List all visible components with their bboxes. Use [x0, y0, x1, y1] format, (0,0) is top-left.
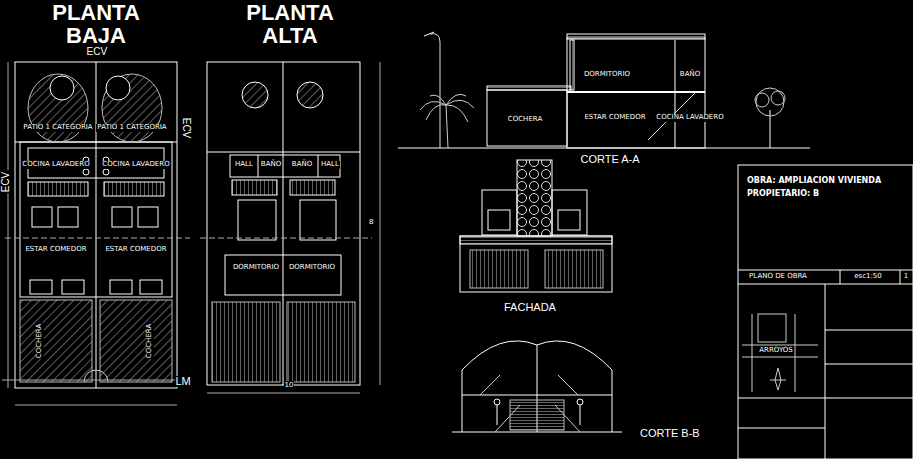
room-name: 1 — [903, 273, 909, 281]
room-name: DORMITORIO — [232, 264, 280, 272]
room-name: ESTAR COMEDOR — [583, 114, 646, 122]
room-label-area: COCINA LAVADERO — [100, 156, 173, 174]
room-name: OBRA: AMPLIACION VIVIENDA — [746, 177, 882, 186]
room-name: DORMITORIO — [288, 264, 336, 272]
room-name: ESTAR COMEDOR — [24, 246, 87, 254]
room-label-area: ESTAR COMEDOR — [582, 109, 649, 127]
drawing-label: 10 — [284, 381, 295, 389]
room-name: COCINA LAVADERO — [21, 161, 90, 169]
room-label-area: COCHERA — [143, 306, 157, 376]
room-label-area: PLANO DE OBRA — [743, 271, 813, 283]
room-name: PATIO 1 CATEGORIA — [96, 124, 167, 132]
drawing-label: CORTE A-A — [580, 154, 641, 165]
drawing-label: LM — [175, 376, 192, 387]
room-name: PATIO 1 CATEGORIA — [22, 124, 93, 132]
room-label-area: COCINA LAVADERO — [20, 156, 93, 174]
room-name: BAÑO — [291, 161, 313, 169]
room-label-area: PATIO 1 CATEGORIA — [95, 118, 170, 138]
room-label-area: esc1:50 — [848, 271, 888, 283]
room-name: PLANO DE OBRA — [748, 273, 808, 281]
plan-title: PLANTA ALTA — [244, 1, 336, 47]
room-label-area: ESTAR COMEDOR — [23, 241, 90, 259]
room-label-area: DORMITORIO — [286, 262, 338, 274]
room-name: COCHERA — [507, 116, 543, 124]
room-label-area: 1 — [901, 271, 911, 283]
room-label-area: COCHERA — [505, 114, 545, 126]
room-name: COCINA LAVADERO — [101, 161, 170, 169]
room-label-area: PATIO 1 CATEGORIA — [21, 118, 96, 138]
room-label-area: ESTAR COMEDOR — [103, 241, 170, 259]
room-name: DORMITORIO — [583, 71, 631, 79]
room-name: ESTAR COMEDOR — [104, 246, 167, 254]
drawing-label: ECV — [181, 117, 191, 140]
room-label-area: BAÑO — [258, 159, 284, 171]
drawing-label: CORTE B-B — [639, 428, 701, 439]
drawing-label: ECV — [86, 47, 109, 57]
drawing-label: FACHADA — [503, 302, 557, 313]
room-label-area: ARROYOS — [756, 346, 796, 356]
room-name: ARROYOS — [758, 347, 794, 355]
room-name: PROPIETARIO: B — [746, 190, 820, 199]
room-label-area: DORMITORIO — [581, 69, 633, 81]
room-label-area: HALL — [232, 159, 256, 171]
room-name: HALL — [320, 161, 340, 169]
room-name: COCHERA — [36, 323, 44, 359]
room-name: HALL — [234, 161, 254, 169]
drawing-label: ECV — [1, 171, 11, 194]
room-label-area: DORMITORIO — [230, 262, 282, 274]
drawing-label: 8 — [368, 218, 374, 226]
title-block-cell: OBRA: AMPLIACION VIVIENDA PROPIETARIO: B — [746, 177, 896, 217]
room-label-area: COCHERA — [33, 306, 47, 376]
room-label-area: BAÑO — [677, 69, 703, 81]
room-label-area: COCINA LAVADERO — [654, 109, 727, 127]
room-label-area: BAÑO — [289, 159, 315, 171]
room-name: BAÑO — [260, 161, 282, 169]
room-name: COCHERA — [146, 323, 154, 359]
room-name: esc1:50 — [853, 273, 883, 281]
room-label-area: HALL — [318, 159, 342, 171]
room-name: BAÑO — [679, 71, 701, 79]
plan-title: PLANTA BAJA — [50, 1, 142, 47]
room-name: COCINA LAVADERO — [655, 114, 724, 122]
